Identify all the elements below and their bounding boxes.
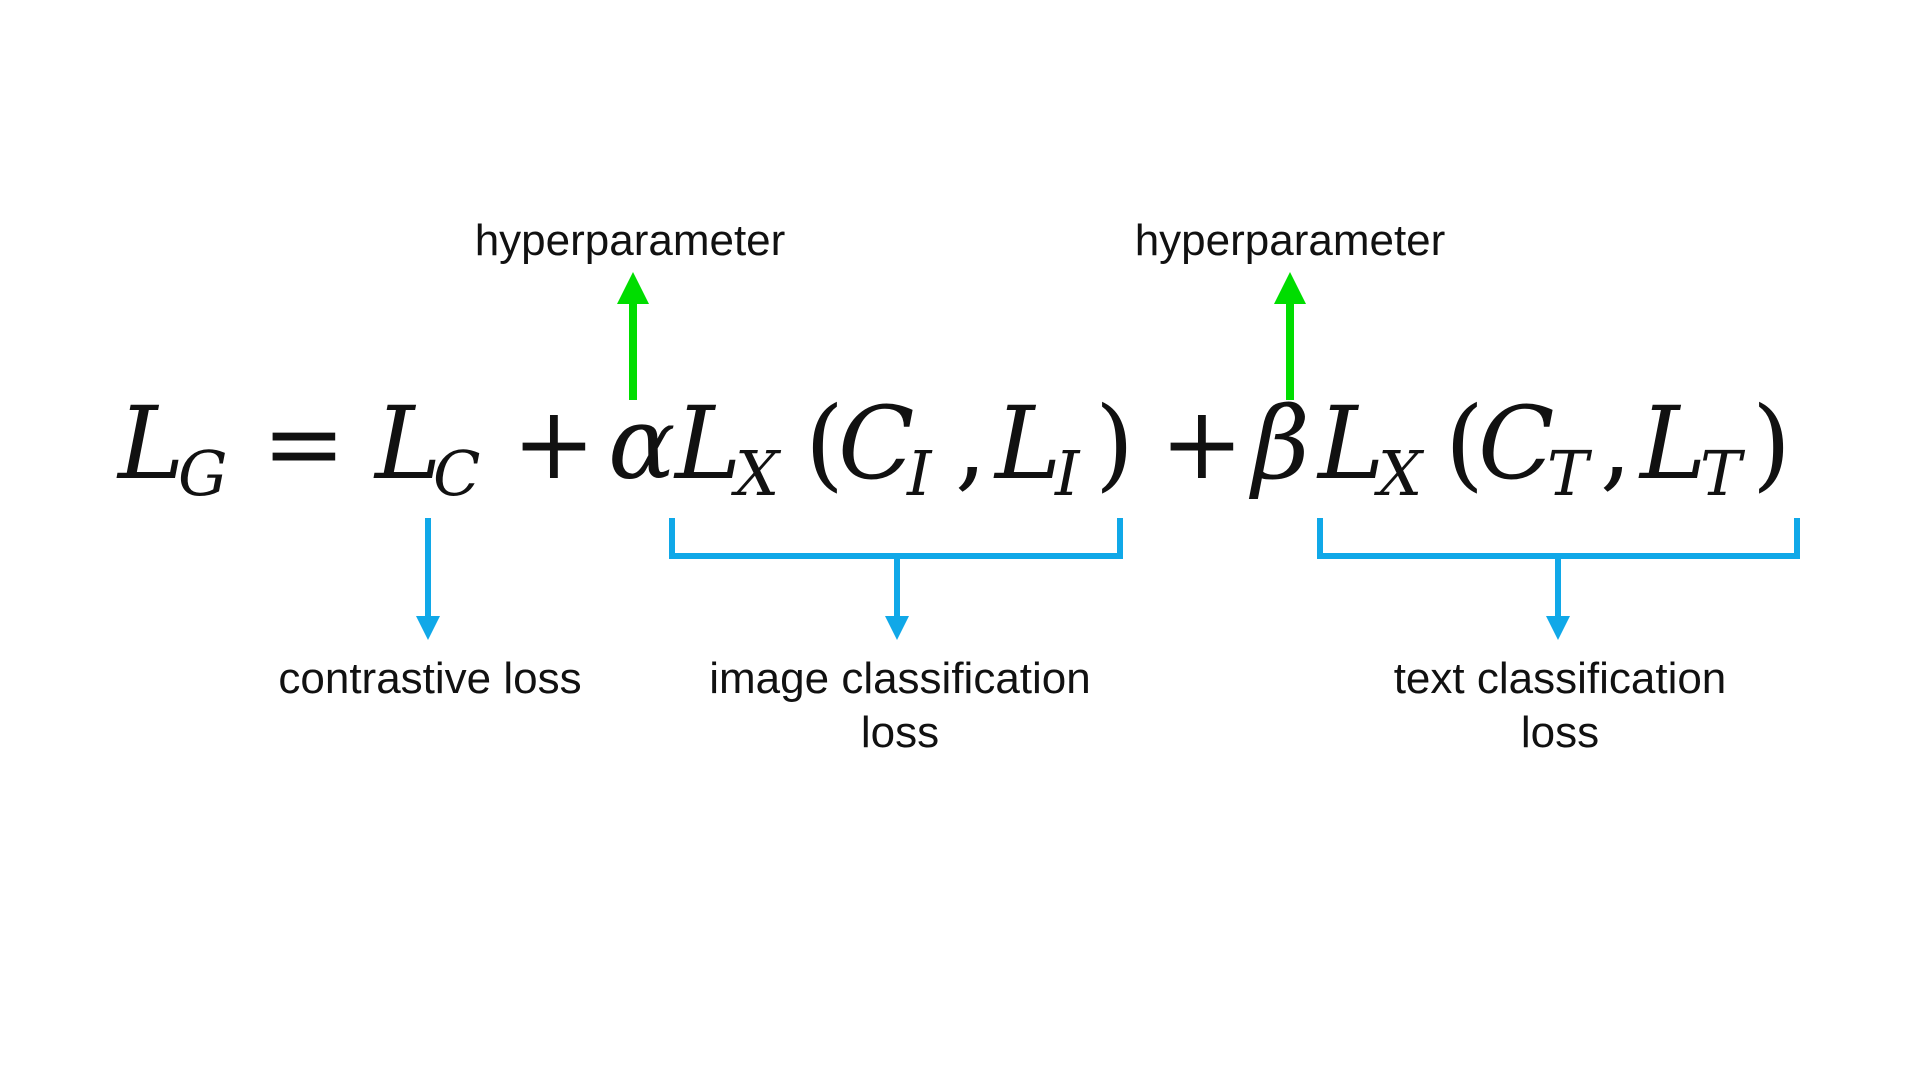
eq-LI-L: L [993, 385, 1061, 502]
equation: L G = L C + α L X ( C I , L I ) + β L X … [116, 385, 1791, 510]
eq-LT-sub: T [1700, 437, 1746, 510]
image-term-bracket [669, 518, 1123, 559]
image-label-line2: loss [860, 708, 940, 757]
eq-alpha: α [608, 385, 676, 502]
eq-comma-1: , [955, 385, 987, 502]
eq-LX2-L: L [1316, 385, 1384, 502]
text-term-bracket [1317, 518, 1800, 559]
eq-equals: = [262, 385, 346, 502]
image-classification-loss-label: image classification loss [640, 652, 1160, 760]
eq-plus-2: + [1160, 385, 1244, 502]
eq-CT-C: C [1478, 385, 1555, 502]
eq-LI-sub: I [1054, 437, 1081, 510]
eq-LC-sub: C [433, 437, 480, 510]
eq-LG-sub: G [178, 437, 228, 510]
eq-CI-sub: I [906, 437, 933, 510]
eq-LX2-sub: X [1374, 437, 1425, 510]
beta-hyperparameter-text: hyperparameter [1134, 216, 1446, 265]
image-label-line1: image classification [709, 654, 1091, 703]
beta-hyperparameter-label: hyperparameter [1040, 214, 1540, 268]
eq-CT-sub: T [1547, 437, 1593, 510]
eq-LT-L: L [1638, 385, 1706, 502]
eq-LX1-L: L [673, 385, 741, 502]
eq-comma-2: , [1600, 385, 1632, 502]
eq-close-paren-1: ) [1095, 385, 1134, 502]
text-label-line1: text classification [1393, 654, 1727, 703]
eq-beta: β [1248, 385, 1310, 502]
contrastive-loss-label: contrastive loss [230, 652, 630, 706]
text-classification-loss-label: text classification loss [1310, 652, 1810, 760]
alpha-hyperparameter-text: hyperparameter [474, 216, 786, 265]
alpha-hyperparameter-label: hyperparameter [380, 214, 880, 268]
eq-close-paren-2: ) [1752, 385, 1791, 502]
eq-open-paren-1: ( [805, 385, 844, 502]
eq-open-paren-2: ( [1445, 385, 1484, 502]
text-label-line2: loss [1520, 708, 1600, 757]
contrastive-loss-text: contrastive loss [278, 654, 582, 703]
eq-CI-C: C [838, 385, 915, 502]
eq-plus-1: + [512, 385, 596, 502]
eq-LG-L: L [116, 385, 184, 502]
eq-LX1-sub: X [731, 437, 782, 510]
eq-LC-L: L [373, 385, 441, 502]
